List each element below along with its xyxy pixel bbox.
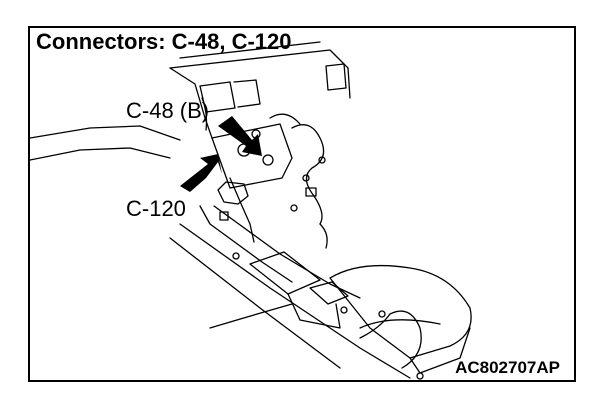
vehicle-interior-illustration <box>30 41 472 380</box>
figure-id: AC802707AP <box>455 358 560 377</box>
arrow-c48 <box>218 116 262 156</box>
callout-label-c120: C-120 <box>126 196 186 221</box>
diagram-title: Connectors: C-48, C-120 <box>36 29 292 54</box>
diagram-frame: Connectors: C-48, C-120 C-48 (B) C-120 A… <box>28 26 576 382</box>
callout-label-c48: C-48 (B) <box>126 98 210 123</box>
arrow-c120 <box>180 154 222 192</box>
